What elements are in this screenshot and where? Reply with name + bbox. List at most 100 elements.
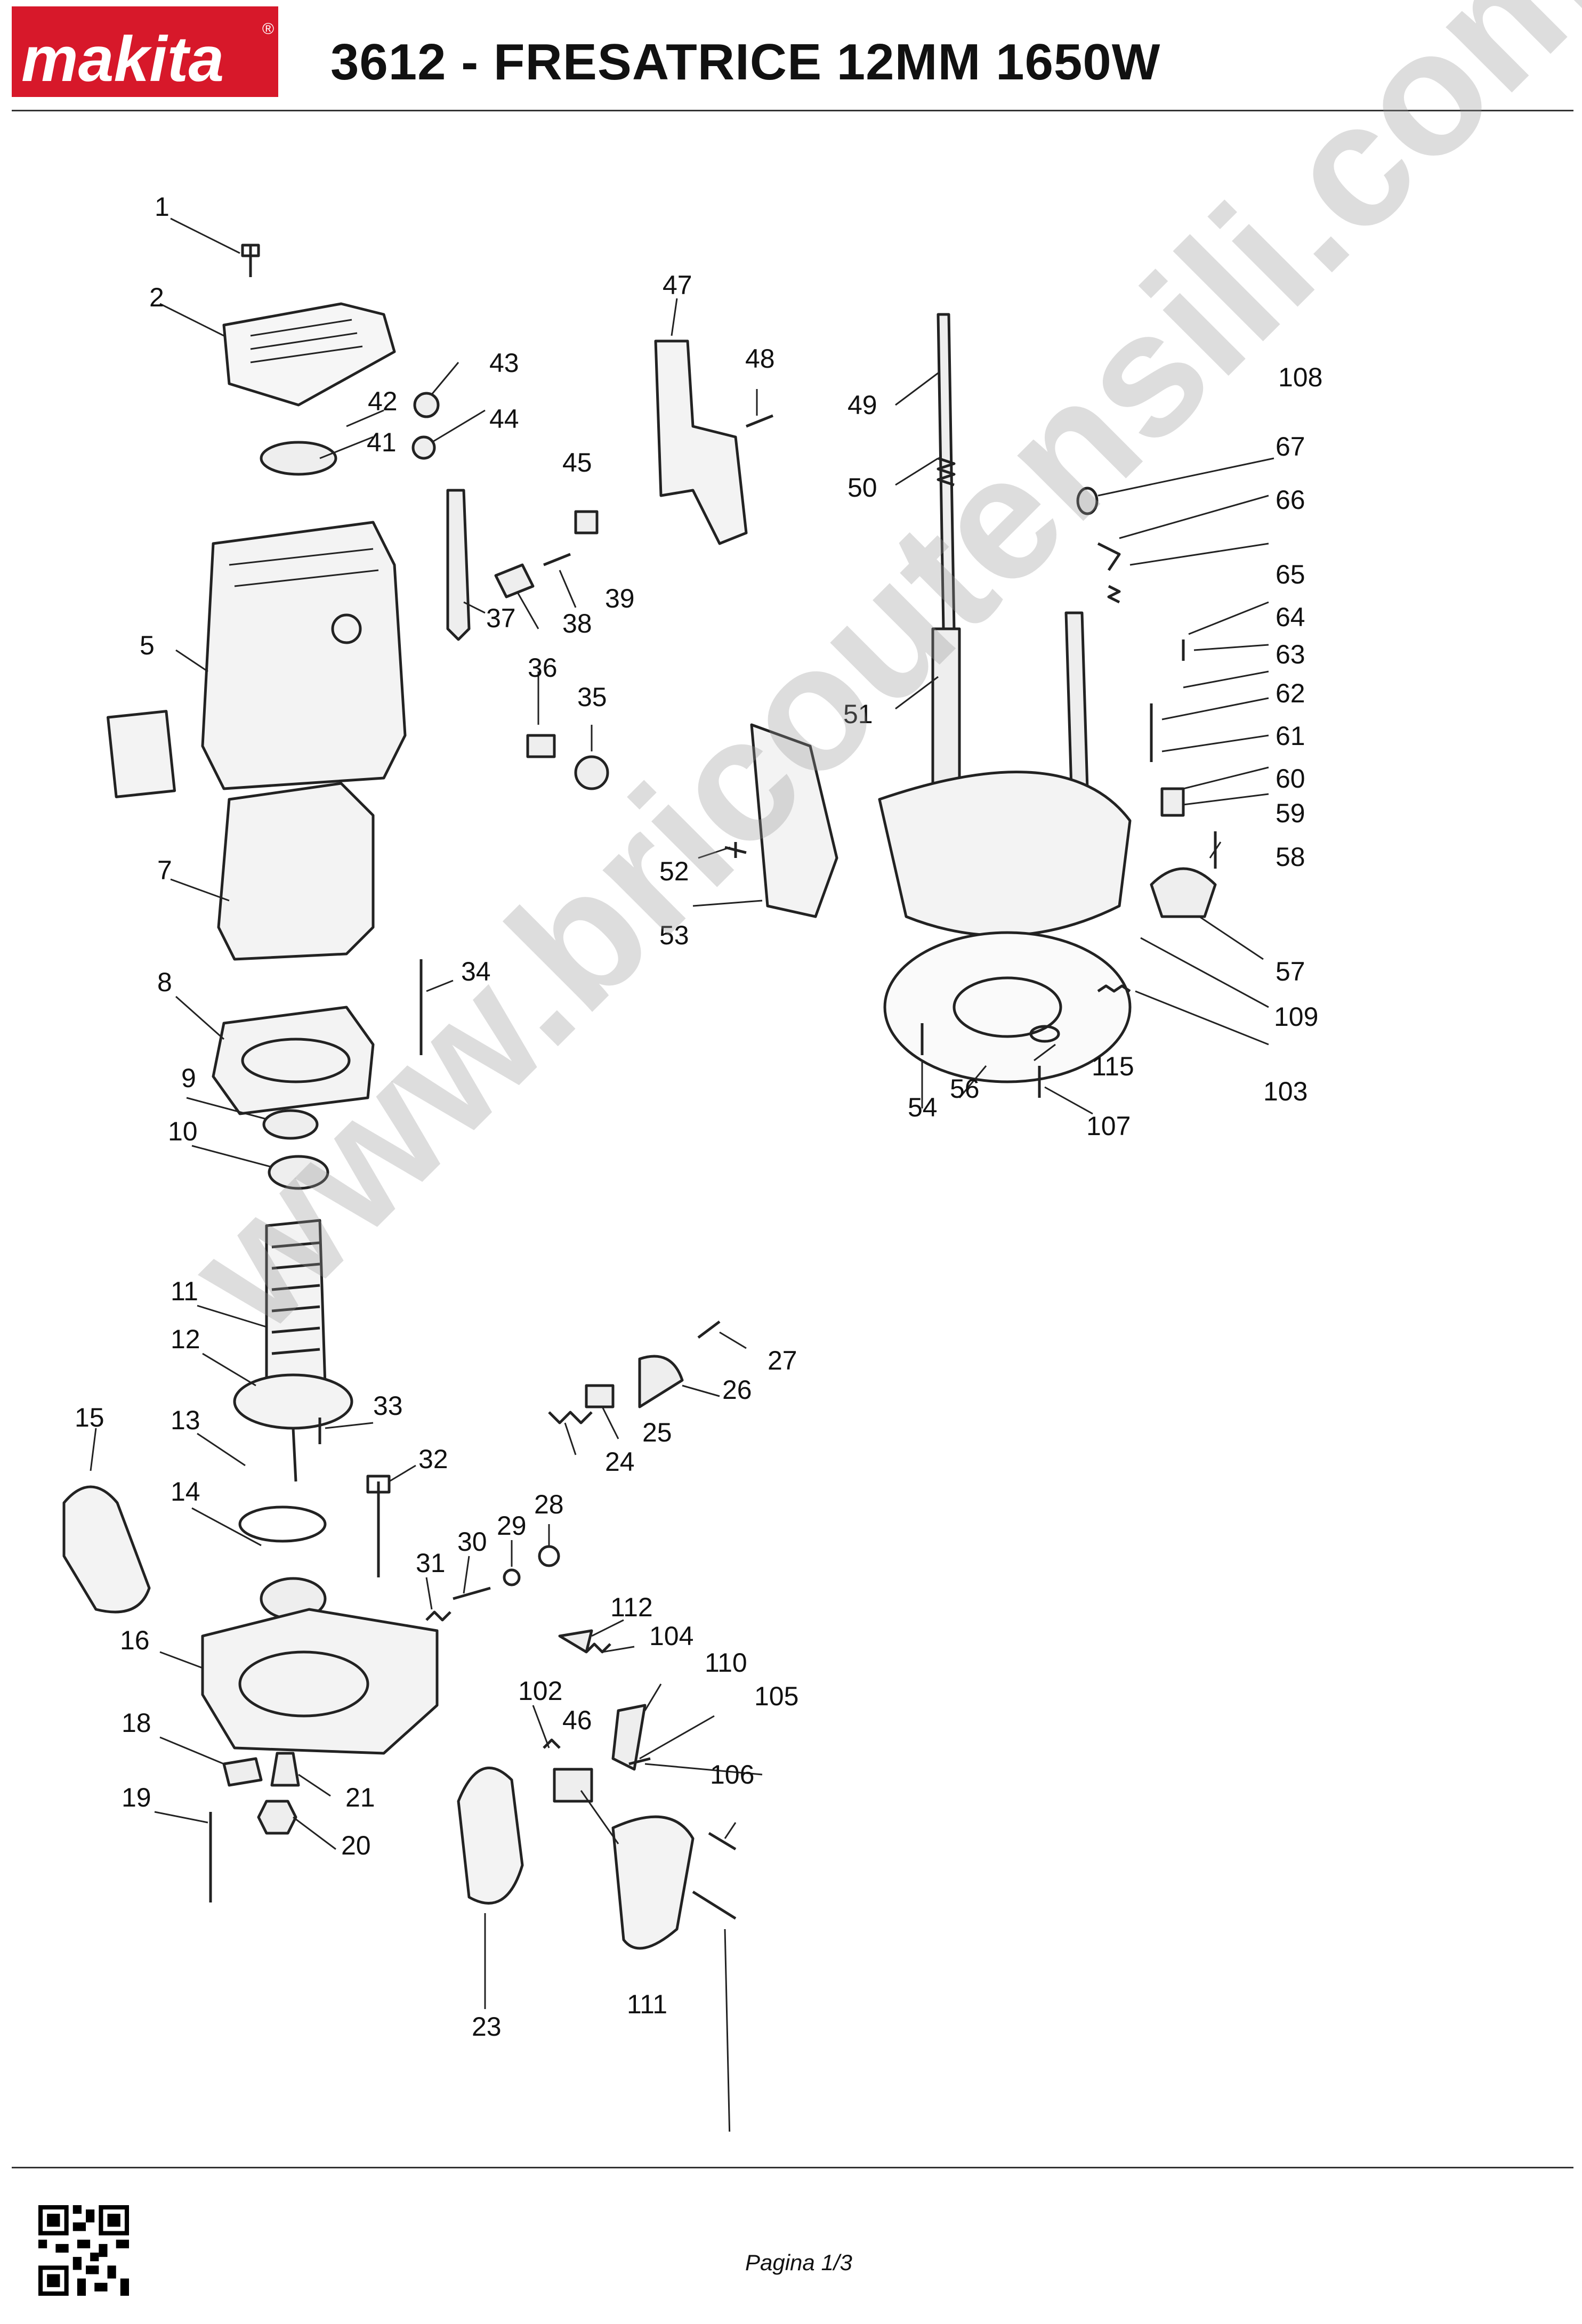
part-washer-13 [238, 1505, 327, 1543]
part-lever-26 [638, 1355, 684, 1408]
callout-104: 104 [649, 1621, 693, 1651]
callout-63: 63 [1276, 639, 1305, 669]
callout-35: 35 [577, 682, 607, 712]
callout-102: 102 [518, 1676, 562, 1706]
callout-110: 110 [705, 1648, 747, 1678]
callout-108: 108 [1278, 362, 1322, 392]
callout-106: 106 [710, 1760, 754, 1789]
part-connector-45 [574, 510, 599, 535]
callout-10: 10 [168, 1116, 198, 1146]
callout-19: 19 [122, 1783, 151, 1812]
callout-65: 65 [1276, 560, 1305, 589]
part-base-plate-56 [883, 931, 1132, 1083]
part-bearing-9 [262, 1109, 319, 1140]
callout-41: 41 [367, 427, 397, 457]
part-screw-27 [697, 1321, 721, 1339]
callout-23: 23 [472, 2012, 502, 2042]
callout-21: 21 [345, 1783, 375, 1812]
page-number: Pagina 1/3 [745, 2250, 852, 2275]
callout-54: 54 [908, 1092, 938, 1122]
part-washer-108 [1076, 487, 1099, 515]
callout-1: 1 [155, 192, 170, 222]
callout-34: 34 [461, 957, 491, 986]
callout-62: 62 [1276, 678, 1305, 708]
part-spring-31 [425, 1610, 451, 1622]
leader-lines [90, 217, 1274, 2132]
footer-divider [12, 2167, 1573, 2168]
callout-33: 33 [373, 1391, 403, 1421]
part-cover-111 [611, 1815, 695, 1950]
callout-66: 66 [1276, 485, 1305, 515]
part-holder-41 [260, 441, 337, 476]
part-spring-102 [543, 1738, 561, 1749]
part-base [878, 771, 1132, 937]
callout-43: 43 [489, 348, 519, 378]
callout-44: 44 [489, 404, 519, 434]
callout-64: 64 [1276, 602, 1305, 632]
part-lever-110 [611, 1704, 647, 1771]
callout-14: 14 [171, 1477, 200, 1507]
part-label-plate [106, 710, 176, 798]
part-stopper-57 [1150, 867, 1217, 918]
callout-37: 37 [486, 603, 516, 633]
callout-111: 111 [627, 1989, 667, 2019]
callout-61: 61 [1276, 721, 1305, 751]
part-pin-105 [628, 1757, 651, 1766]
callout-47: 47 [663, 270, 692, 300]
part-screw-106 [708, 1832, 737, 1851]
callout-48: 48 [745, 344, 775, 374]
part-spring-103 [1097, 984, 1131, 993]
callout-57: 57 [1276, 957, 1305, 986]
part-lock-112 [558, 1629, 593, 1654]
brand-name: makita [21, 23, 224, 95]
part-screw-39 [543, 553, 571, 566]
part-brush-cap-35 [574, 755, 609, 790]
callout-67: 67 [1276, 432, 1305, 461]
part-strain-relief [494, 563, 535, 598]
callout-30: 30 [457, 1527, 487, 1557]
registered-mark: ® [262, 20, 274, 38]
part-wing-nut-66 [1097, 542, 1121, 571]
part-motor-housing [201, 521, 407, 790]
part-handle [62, 1485, 151, 1614]
callout-109: 109 [1274, 1002, 1318, 1032]
part-washer-29 [503, 1568, 521, 1586]
callout-50: 50 [848, 473, 877, 503]
callout-28: 28 [534, 1489, 564, 1519]
callout-60: 60 [1276, 764, 1305, 793]
part-spring-24 [548, 1411, 593, 1424]
part-spring-104 [585, 1642, 611, 1654]
part-nut-44 [411, 435, 436, 460]
callout-9: 9 [181, 1063, 196, 1093]
callout-56: 56 [950, 1074, 980, 1104]
part-washer-115 [1029, 1025, 1060, 1043]
page-header: makita ® 3612 - FRESATRICE 12MM 1650W [0, 0, 1582, 112]
callout-53: 53 [659, 920, 689, 950]
callout-29: 29 [497, 1511, 527, 1541]
part-pin-18 [222, 1757, 263, 1787]
part-baffle [212, 1006, 375, 1115]
part-spring-67 [1107, 585, 1121, 604]
callout-52: 52 [659, 856, 689, 886]
callout-103: 103 [1263, 1076, 1307, 1106]
callout-112: 112 [610, 1592, 653, 1622]
part-button-25 [585, 1384, 615, 1408]
part-nut-20 [257, 1800, 297, 1835]
part-screw-1 [241, 244, 260, 277]
part-screw-48 [746, 414, 773, 428]
callout-32: 32 [418, 1444, 448, 1474]
callout-49: 49 [848, 390, 877, 420]
part-ring-28 [538, 1545, 560, 1567]
callout-12: 12 [171, 1324, 200, 1354]
callout-51: 51 [843, 699, 873, 729]
callout-20: 20 [341, 1831, 371, 1860]
callout-24: 24 [605, 1447, 635, 1477]
part-bearing-10 [268, 1155, 329, 1190]
callout-105: 105 [754, 1681, 798, 1711]
callout-8: 8 [157, 967, 172, 997]
callout-38: 38 [562, 609, 592, 638]
callout-45: 45 [562, 448, 592, 477]
part-screw-32 [366, 1475, 391, 1577]
callout-107: 107 [1086, 1111, 1131, 1141]
callout-36: 36 [528, 653, 558, 683]
